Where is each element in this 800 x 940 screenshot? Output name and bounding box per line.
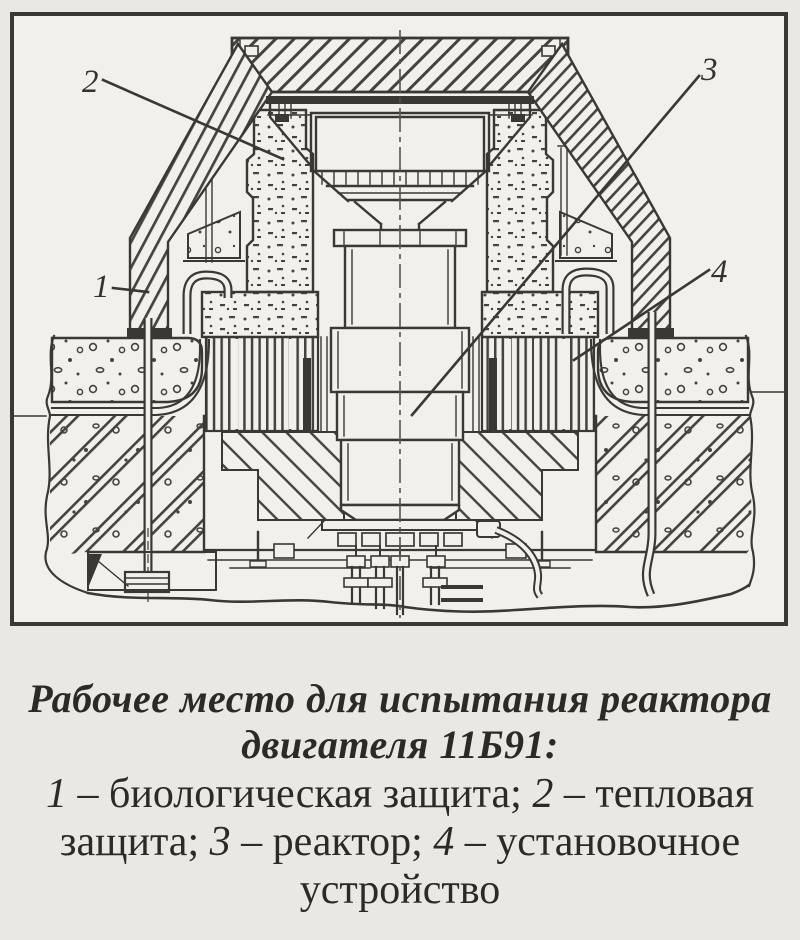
legend-line: 1 – биологическая защита; 2 – тепловая	[0, 770, 800, 818]
callout-2-line	[101, 78, 285, 161]
legend-item-number: 1	[45, 771, 78, 817]
thermal-shield-column-left	[245, 99, 315, 294]
figure-caption: Рабочее место для испытания реактора дви…	[0, 676, 800, 914]
concrete-slab-right	[589, 336, 750, 417]
foundation-mass-right	[594, 414, 752, 554]
break-edge-left	[44, 334, 90, 595]
ground-line	[13, 391, 785, 613]
legend-item-text: – тепловая	[563, 771, 755, 817]
reactor-test-cell-drawing: 2 1 3 4	[10, 12, 788, 626]
legend-item-text: защита;	[59, 819, 210, 865]
figure-title-line1: Рабочее место для испытания реактора	[28, 676, 772, 721]
foundation-mass-left	[50, 414, 206, 556]
support-jack	[123, 528, 171, 606]
legend-item-number: 4	[433, 819, 465, 865]
mounting-device-left	[204, 335, 328, 433]
legend-line: устройство	[0, 866, 800, 914]
legend-item-number: 2	[532, 771, 564, 817]
brace-left	[183, 210, 245, 262]
figure-title-line2: двигателя 11Б91:	[241, 722, 559, 767]
figure-border	[10, 12, 788, 626]
legend-item-text: – реактор;	[241, 819, 434, 865]
legend-item-text: – установочное	[464, 819, 741, 865]
drain-hose-center	[476, 520, 544, 599]
concrete-slab-left	[50, 336, 211, 417]
callout-4: 4	[711, 254, 728, 290]
thermal-shield-footing-left	[200, 290, 320, 339]
service-rod-right	[641, 312, 657, 597]
callout-4-line	[572, 268, 711, 362]
callout-1: 1	[93, 269, 110, 305]
break-edge-right	[744, 334, 756, 588]
figure-title: Рабочее место для испытания реактора дви…	[0, 676, 800, 768]
callout-lines	[101, 74, 711, 417]
mounting-device-right	[472, 335, 596, 433]
callout-3-line	[410, 74, 701, 417]
gooseneck-pipe-right	[561, 267, 615, 334]
gooseneck-pipe-left	[182, 270, 233, 334]
thermal-shield-column-right	[485, 99, 555, 294]
thermal-shield-footing-right	[480, 290, 600, 339]
callout-3: 3	[700, 52, 718, 88]
legend-item-number: 3	[209, 819, 242, 865]
vessel-base-and-foundation	[204, 519, 596, 569]
legend-item-text: устройство	[299, 867, 501, 913]
callout-2: 2	[82, 64, 99, 100]
callout-1-line	[111, 286, 150, 294]
legend-item-text: – биологическая защита;	[77, 771, 533, 817]
foundation-step-block	[87, 551, 217, 591]
figure-frame: 2 1 3 4	[10, 12, 788, 626]
legend-line: защита; 3 – реактор; 4 – установочное	[0, 818, 800, 866]
anchor-bolt-left	[249, 530, 267, 568]
